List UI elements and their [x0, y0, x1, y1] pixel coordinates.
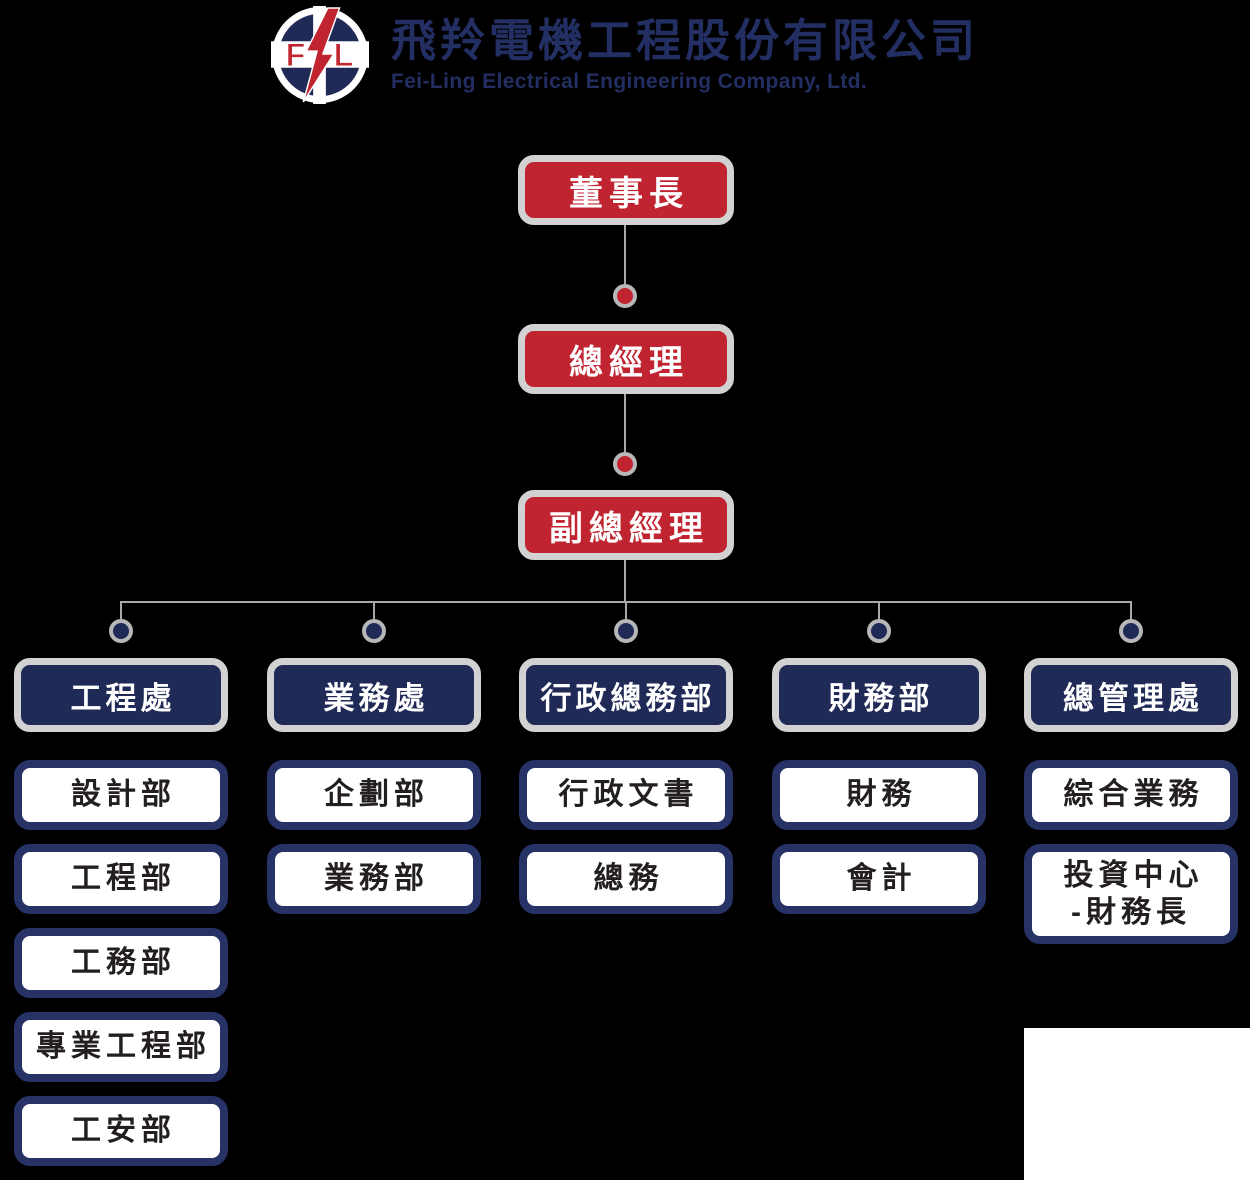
- dept-item-label: 財務: [846, 778, 917, 812]
- dept-item-finance: 財務: [772, 760, 986, 830]
- company-logo-icon: F L: [270, 6, 369, 104]
- dept-item-industrial-safety: 工安部: [14, 1096, 228, 1166]
- connector-line: [624, 394, 626, 452]
- dept-item-design: 設計部: [14, 760, 228, 830]
- dept-item-specialized-engineering: 專業工程部: [14, 1012, 228, 1082]
- company-title-zh: 飛羚電機工程股份有限公司: [390, 15, 979, 66]
- dept-item-label: 工安部: [71, 1114, 176, 1148]
- dept-header-label: 行政總務部: [540, 680, 716, 716]
- dept-item-label: 綜合業務: [1063, 778, 1204, 812]
- connector-dot-red: [613, 284, 637, 308]
- brand-header: F L 飛羚電機工程股份有限公司 Fei-Ling Electrical Eng…: [0, 6, 1250, 104]
- dept-item-admin-documents: 行政文書: [519, 760, 733, 830]
- dept-item-general-affairs: 總務: [519, 844, 733, 914]
- dept-item-label: 企劃部: [324, 778, 429, 812]
- connector-stub: [1130, 601, 1132, 619]
- connector-dot-navy: [362, 619, 386, 643]
- dept-item-label: 工程部: [71, 862, 176, 896]
- dept-item-label: 設計部: [71, 778, 176, 812]
- dept-header-label: 財務部: [828, 680, 934, 716]
- dept-header-sales-division: 業務處: [267, 658, 481, 732]
- dept-item-label: 專業工程部: [36, 1030, 211, 1064]
- dept-item-sales: 業務部: [267, 844, 481, 914]
- dept-header-engineering-division: 工程處: [14, 658, 228, 732]
- dept-item-label: 總務: [593, 862, 664, 896]
- dept-item-planning: 企劃部: [267, 760, 481, 830]
- dept-item-engineering: 工程部: [14, 844, 228, 914]
- connector-stub: [373, 601, 375, 619]
- dept-header-label: 工程處: [70, 680, 176, 716]
- chain-label-deputy-general-manager: 副總經理: [549, 509, 709, 548]
- dept-header-general-management: 總管理處: [1024, 658, 1238, 732]
- chain-box-general-manager: 總經理: [518, 324, 734, 394]
- dept-header-label: 總管理處: [1063, 680, 1203, 716]
- dept-item-works: 工務部: [14, 928, 228, 998]
- connector-dot-navy: [614, 619, 638, 643]
- chain-label-chairman: 董事長: [569, 174, 689, 213]
- dept-item-label: 工務部: [71, 946, 176, 980]
- chain-label-general-manager: 總經理: [569, 343, 689, 382]
- chain-box-deputy-general-manager: 副總經理: [518, 490, 734, 560]
- connector-dot-navy: [109, 619, 133, 643]
- white-background-patch: [1024, 1028, 1250, 1180]
- connector-stub: [120, 601, 122, 619]
- connector-line: [624, 225, 626, 284]
- connector-stub: [878, 601, 880, 619]
- dept-header-admin-general-affairs: 行政總務部: [519, 658, 733, 732]
- logo-letter-f: F: [286, 37, 306, 73]
- brand-text: 飛羚電機工程股份有限公司 Fei-Ling Electrical Enginee…: [391, 16, 979, 94]
- dept-item-accounting: 會計: [772, 844, 986, 914]
- dept-item-label: 投資中心 -財務長: [1063, 858, 1204, 930]
- connector-stub: [625, 601, 627, 619]
- connector-dot-navy: [1119, 619, 1143, 643]
- dept-item-label: 行政文書: [558, 778, 699, 812]
- dept-item-integrated-business: 綜合業務: [1024, 760, 1238, 830]
- logo-letter-l: L: [334, 37, 354, 73]
- connector-line: [624, 560, 626, 602]
- connector-dot-red: [613, 452, 637, 476]
- dept-header-label: 業務處: [323, 680, 429, 716]
- chain-box-chairman: 董事長: [518, 155, 734, 225]
- connector-dot-navy: [867, 619, 891, 643]
- dept-item-label: 會計: [846, 862, 917, 896]
- dept-header-finance-dept: 財務部: [772, 658, 986, 732]
- lightning-bolt-icon: [302, 7, 341, 103]
- dept-item-label: 業務部: [324, 862, 429, 896]
- dept-item-investment-center-cfo: 投資中心 -財務長: [1024, 844, 1238, 944]
- company-title-en: Fei-Ling Electrical Engineering Company,…: [390, 69, 868, 93]
